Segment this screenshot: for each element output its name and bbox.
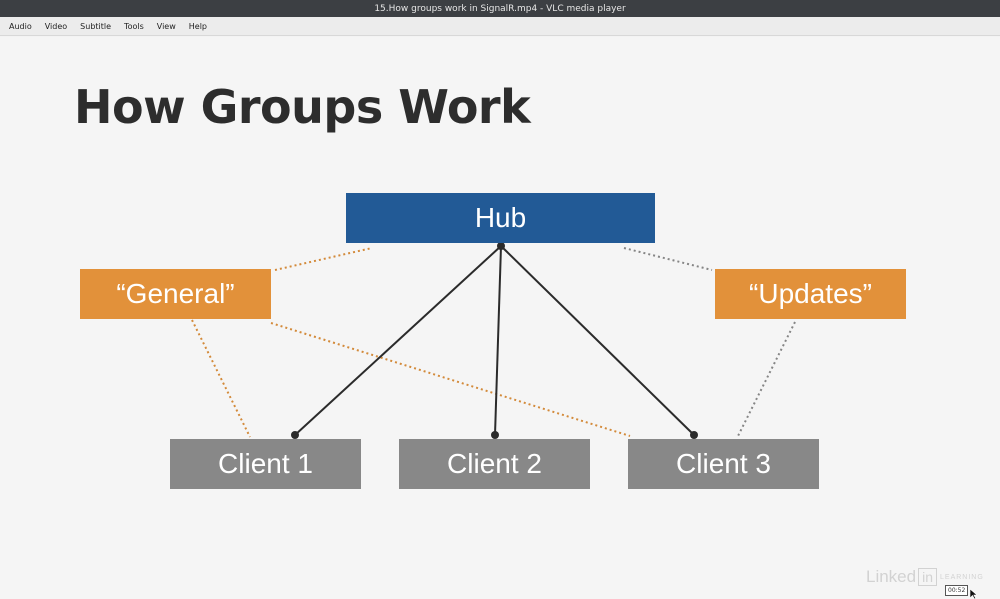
watermark-sub: LEARNING (940, 573, 984, 581)
watermark-brand: Linked (866, 567, 917, 586)
client-3-box: Client 3 (628, 439, 819, 489)
client2-node-dot (491, 431, 499, 439)
menu-bar: Audio Video Subtitle Tools View Help (0, 17, 1000, 36)
connector-general-client1 (191, 319, 251, 438)
connector-updates-client3 (737, 321, 796, 437)
client3-node-dot (690, 431, 698, 439)
group-updates-box: “Updates” (715, 269, 906, 319)
menu-tools[interactable]: Tools (124, 21, 144, 31)
connector-general-client3 (270, 322, 631, 437)
connector-hub-client3 (500, 245, 695, 436)
menu-help[interactable]: Help (188, 21, 207, 31)
hub-box: Hub (346, 193, 655, 243)
slide-title: How Groups Work (74, 80, 531, 134)
connector-general-hub (274, 247, 373, 271)
window-titlebar: 15.How groups work in SignalR.mp4 - VLC … (0, 0, 1000, 17)
menu-view[interactable]: View (156, 21, 176, 31)
client-1-box: Client 1 (170, 439, 361, 489)
group-general-box: “General” (80, 269, 271, 319)
connector-hub-client2 (494, 245, 502, 436)
menu-video[interactable]: Video (44, 21, 68, 31)
client-2-box: Client 2 (399, 439, 590, 489)
connector-hub-client1 (294, 245, 502, 436)
mouse-cursor-icon (970, 589, 978, 599)
connector-updates-hub (623, 247, 713, 271)
client1-node-dot (291, 431, 299, 439)
watermark-in: in (918, 568, 938, 586)
menu-subtitle[interactable]: Subtitle (80, 21, 112, 31)
menu-audio[interactable]: Audio (9, 21, 32, 31)
linkedin-learning-watermark: Linked in LEARNING (866, 567, 984, 587)
diagram-connectors (191, 242, 796, 439)
time-tooltip: 00:52 (945, 585, 969, 596)
hub-node-dot (497, 242, 505, 250)
window-title: 15.How groups work in SignalR.mp4 - VLC … (374, 3, 626, 14)
video-area[interactable]: How Groups Work Hub “General” “Updates” … (0, 37, 1000, 599)
